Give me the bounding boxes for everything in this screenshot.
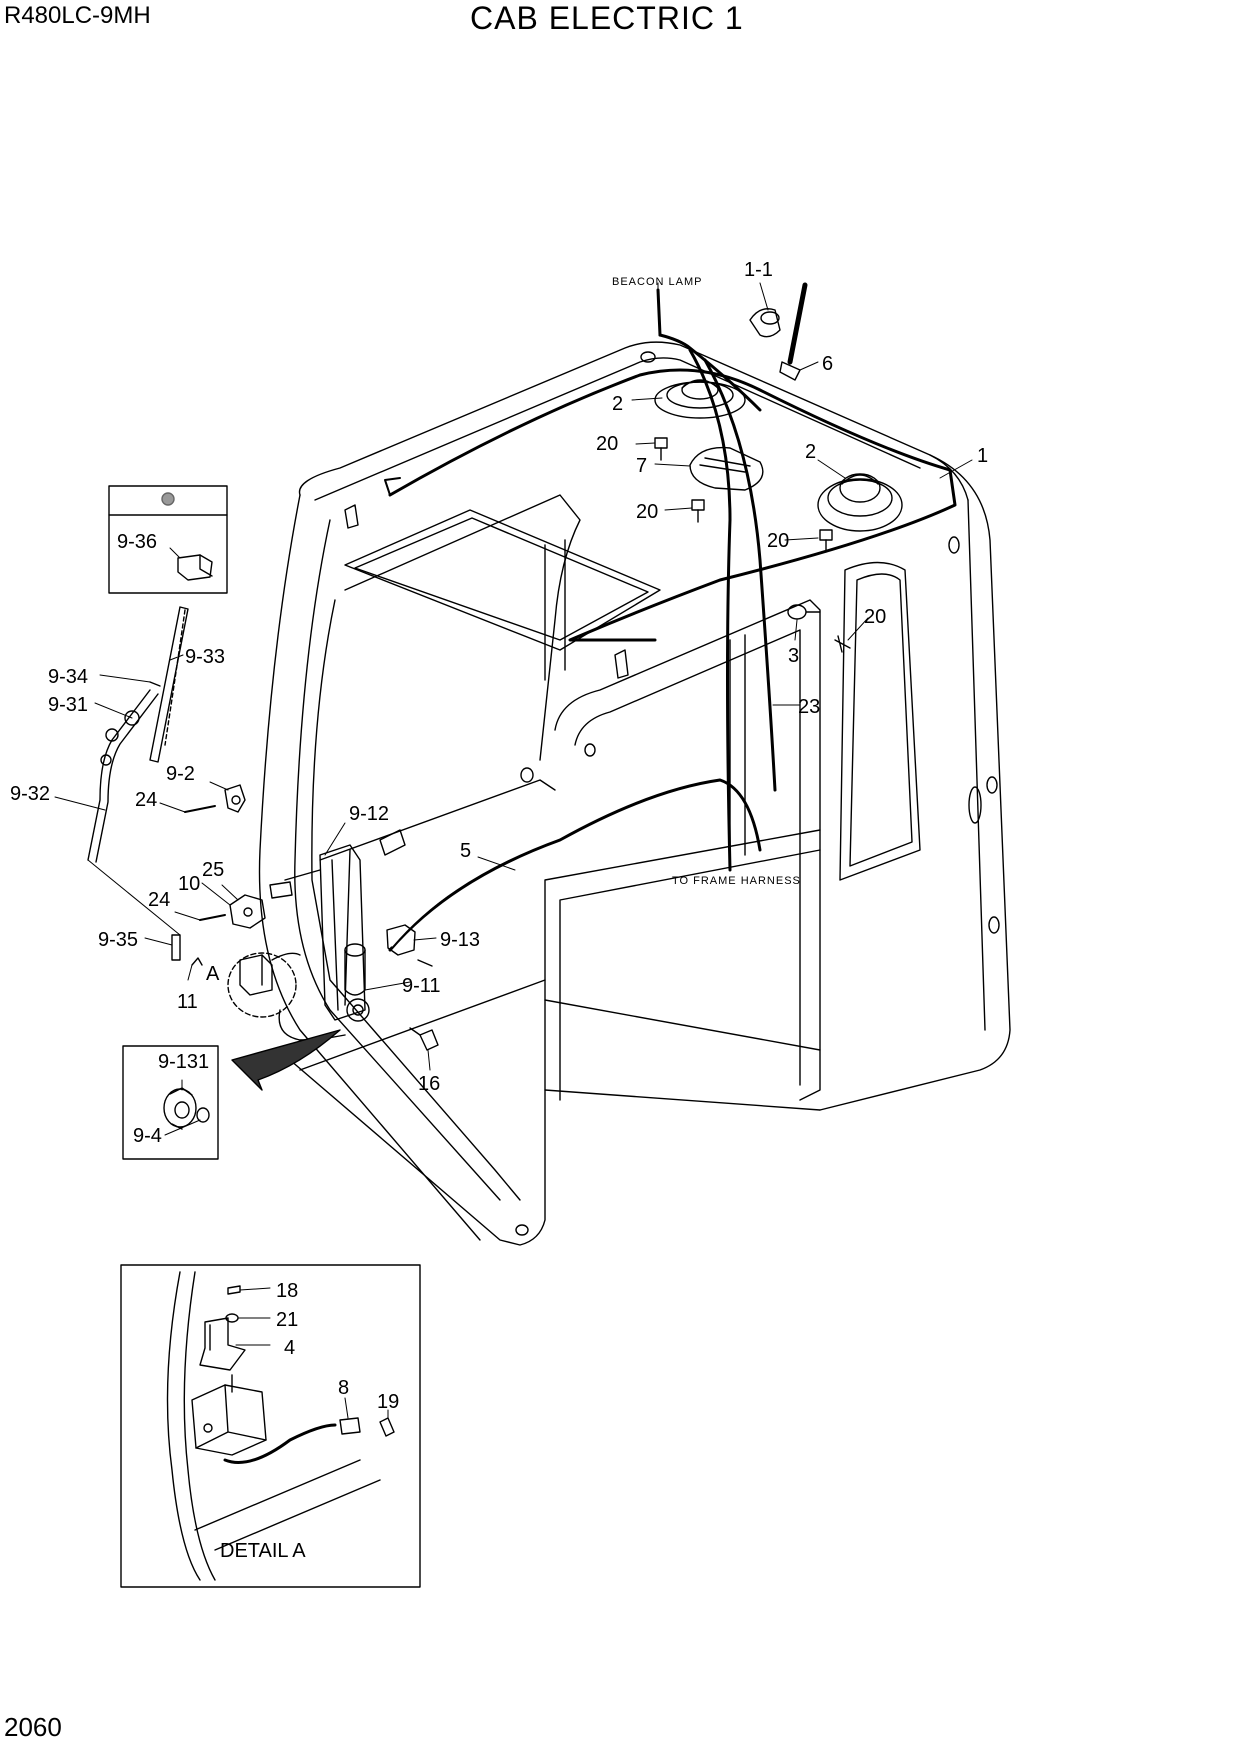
callout-9-11: 9-11 [402,975,441,997]
relay-9-13 [386,924,416,956]
callout-8: 8 [338,1377,349,1399]
callout-1: 1 [977,445,988,467]
screw-20-a [654,437,668,461]
callout-20-d: 20 [864,606,886,628]
screw-20-d [834,635,851,653]
callout-9-35: 9-35 [98,929,138,951]
callout-9-13: 9-13 [440,929,480,951]
callout-9-4: 9-4 [133,1125,162,1147]
callout-7: 7 [636,455,647,477]
callout-20-a: 20 [596,433,618,455]
page-title: CAB ELECTRIC 1 [470,0,744,36]
screw-20-b [691,499,705,523]
callout-25: 25 [202,859,224,881]
wiper-pivot [224,784,246,813]
callout-9-12: 9-12 [349,803,389,825]
solenoid-a [227,952,301,1018]
speaker-right [817,473,903,532]
cap-inset [108,485,228,594]
callout-9-34: 9-34 [48,666,88,688]
callout-2-right: 2 [805,441,816,463]
harness-5 [388,778,762,952]
cab-frame [258,341,1011,1246]
callout-3: 3 [788,645,799,667]
callout-23: 23 [798,696,820,718]
wiper-motor [344,943,370,1022]
antenna [779,282,808,381]
wiper-blade [149,606,189,763]
bracket-10 [229,894,266,929]
callout-16: 16 [418,1073,440,1095]
harness-1 [388,288,957,872]
callout-a: A [206,963,220,985]
room-lamp [689,446,764,491]
callout-21: 21 [276,1309,298,1331]
callout-9-36: 9-36 [117,531,157,553]
callout-labels: 1-1 6 2 20 7 2 1 20 20 3 20 23 5 9-36 9-… [10,259,988,1413]
model-number: R480LC-9MH [4,2,151,29]
callout-2-left: 2 [612,393,623,415]
leader-lines [54,282,973,1419]
beacon-connector [749,308,781,338]
callout-19: 19 [377,1391,399,1413]
detail-arrow [231,1029,341,1091]
callout-4: 4 [284,1337,295,1359]
callout-5: 5 [460,840,471,862]
callout-24-a: 24 [135,789,157,811]
switch-3 [787,604,821,620]
callout-20-b: 20 [636,501,658,523]
callout-9-131: 9-131 [158,1051,209,1073]
detail-a-box [120,1264,421,1588]
detail-a-label: DETAIL A [220,1540,306,1562]
callout-9-33: 9-33 [185,646,225,668]
callout-6: 6 [822,353,833,375]
callout-10: 10 [178,873,200,895]
screw-20-c [819,529,833,553]
note-to-frame-harness: TO FRAME HARNESS [672,875,801,887]
callout-24-b: 24 [148,889,170,911]
callout-11: 11 [177,991,198,1013]
page-number: 2060 [4,1712,62,1742]
wiper-arm [87,681,161,863]
callout-9-31: 9-31 [48,694,88,716]
callout-9-2: 9-2 [166,763,195,785]
callout-18: 18 [276,1280,298,1302]
bolt-16 [409,1027,439,1051]
callout-1-1: 1-1 [744,259,773,281]
callout-20-c: 20 [767,530,789,552]
motor-bracket [269,844,366,1021]
note-beacon-lamp: BEACON LAMP [612,276,702,288]
speaker-left [654,379,746,419]
callout-9-32: 9-32 [10,783,50,805]
